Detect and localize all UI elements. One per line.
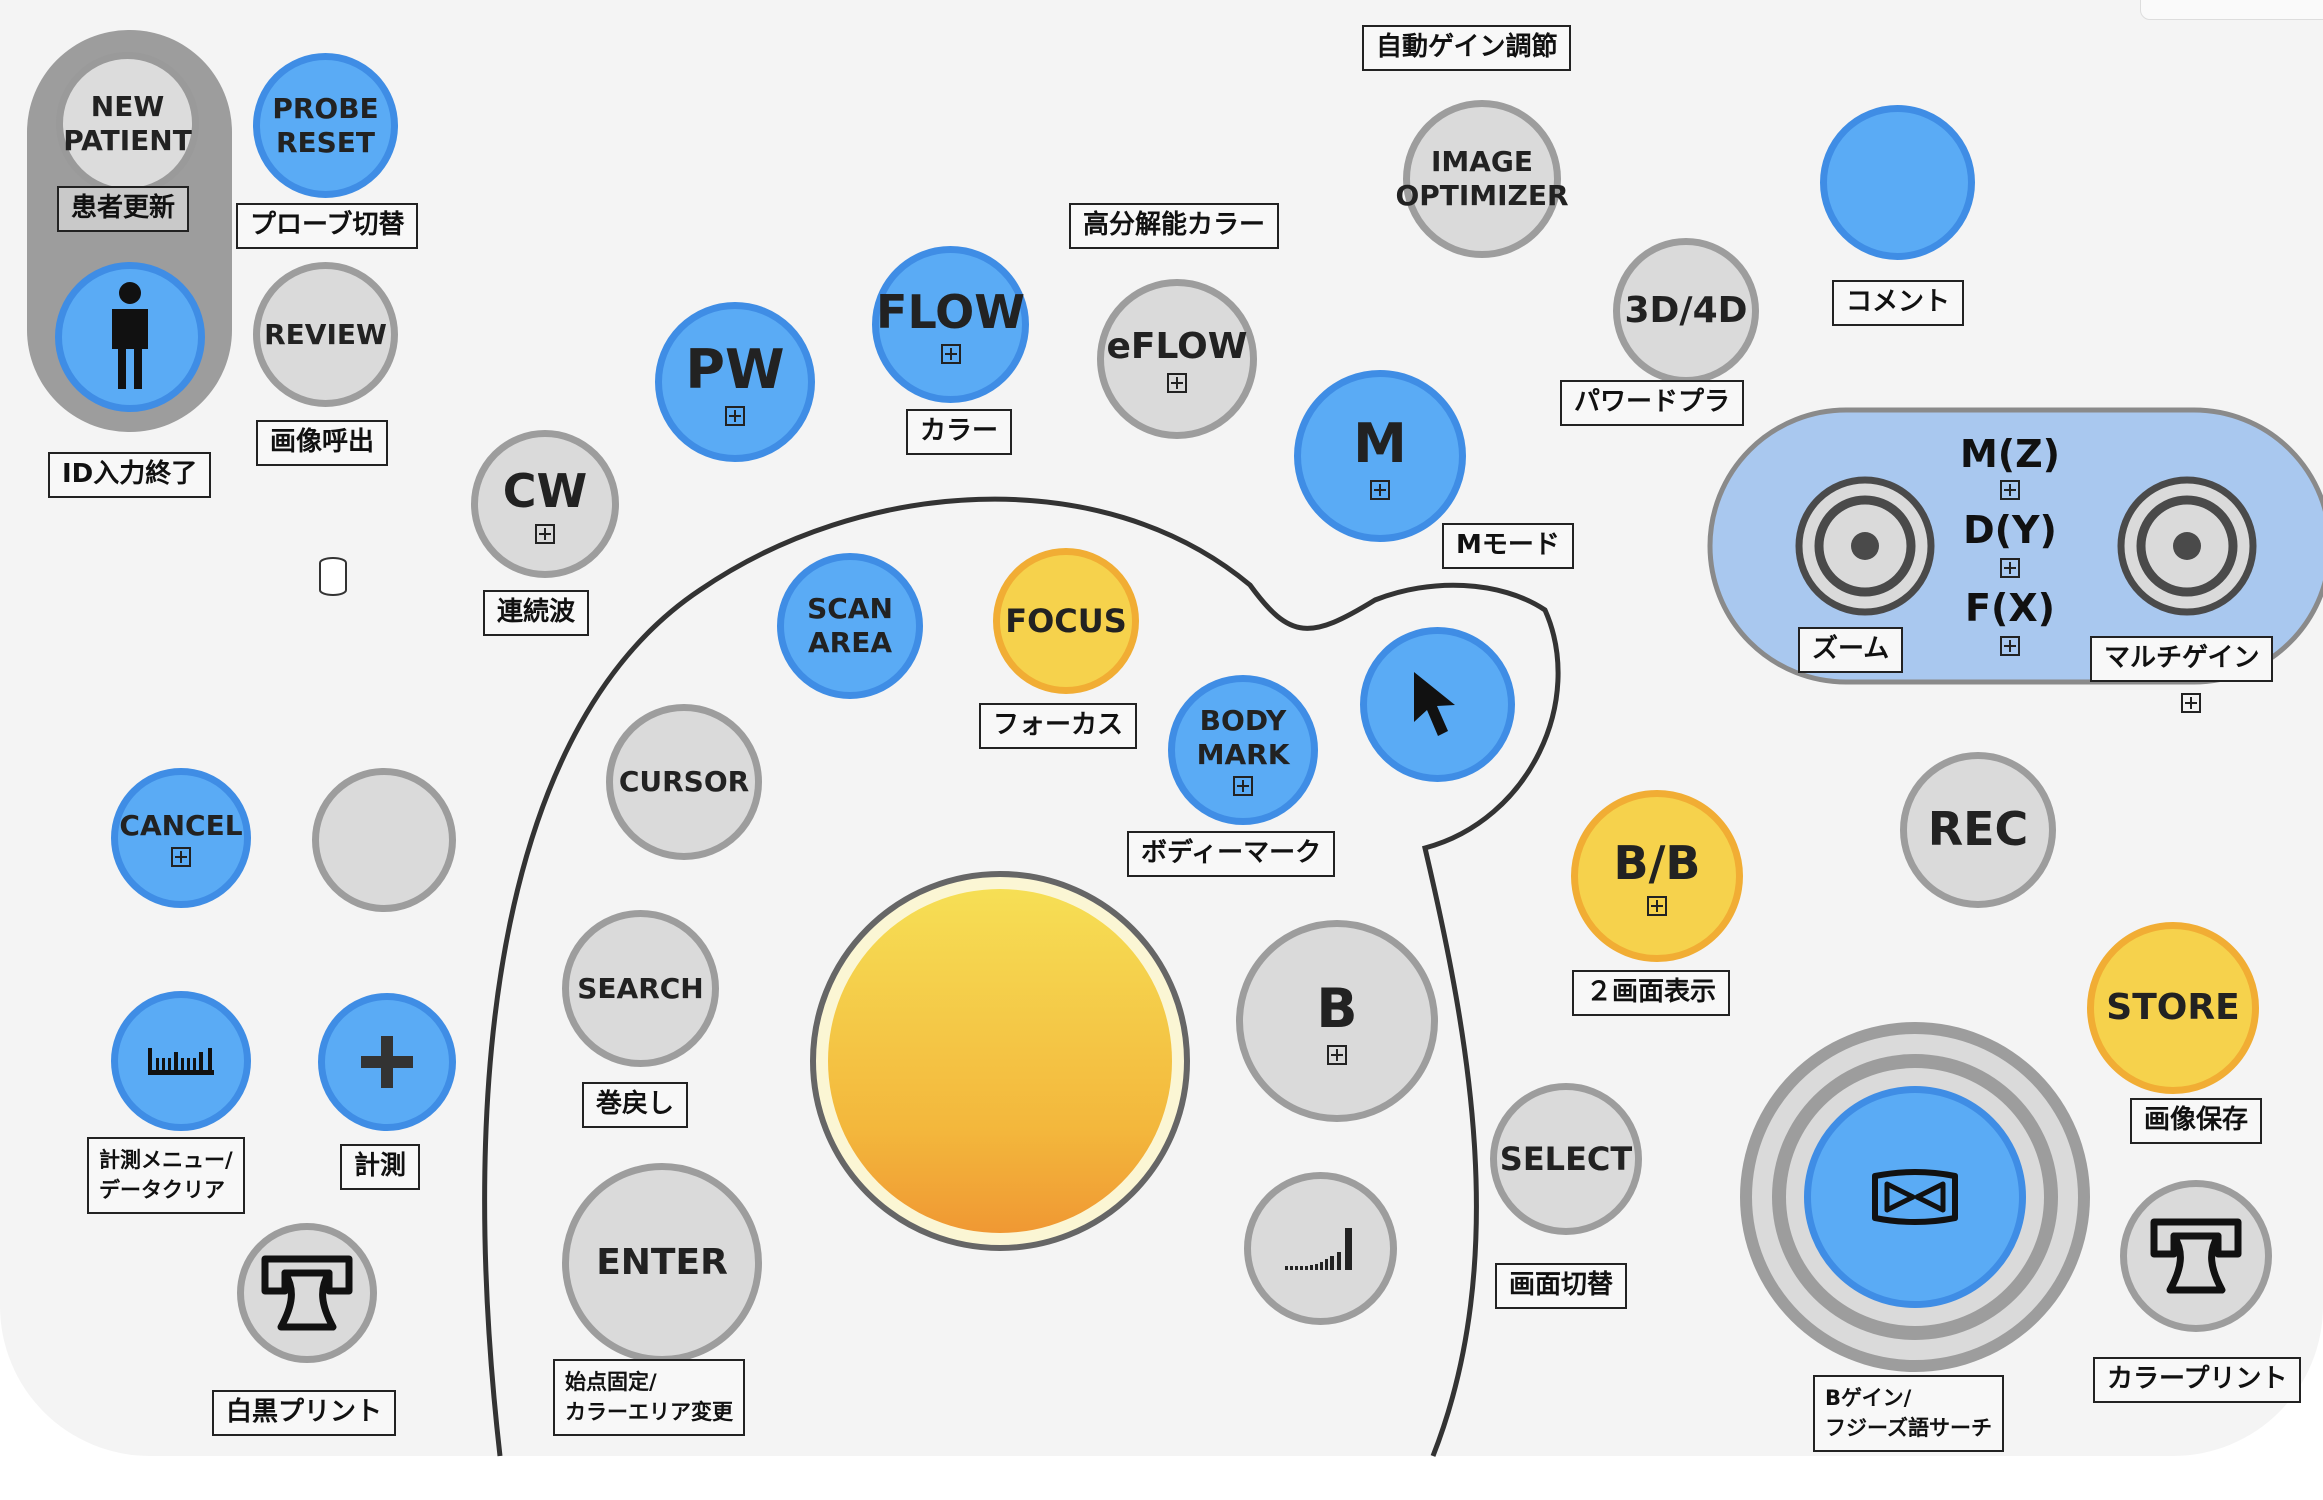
screen-switch-label: 画面切替 bbox=[1495, 1263, 1628, 1309]
select-button[interactable]: SELECT bbox=[1490, 1083, 1642, 1235]
cursor-arrow-icon bbox=[1413, 671, 1455, 736]
measure-button[interactable] bbox=[318, 993, 456, 1131]
image-store-label: 画像保存 bbox=[2130, 1098, 2263, 1144]
dual-display-label: ２画面表示 bbox=[1572, 970, 1731, 1016]
image-recall-label: 画像呼出 bbox=[256, 420, 389, 466]
b-gain-dial[interactable] bbox=[1740, 1022, 2090, 1372]
comment-label: コメント bbox=[1832, 280, 1965, 326]
measure-label: 計測 bbox=[340, 1144, 421, 1190]
cylinder-icon bbox=[319, 557, 347, 596]
expand-square-icon bbox=[2000, 636, 2020, 656]
dual-display-button[interactable]: B/B bbox=[1571, 790, 1743, 962]
expand-square-icon bbox=[2000, 558, 2020, 578]
flow-button[interactable]: FLOW bbox=[872, 246, 1029, 403]
pointer-button[interactable] bbox=[1360, 627, 1515, 782]
hi-res-color-label: 高分解能カラー bbox=[1069, 203, 1280, 249]
mode-x-key[interactable]: F(X) bbox=[1965, 586, 2055, 630]
freeze-icon bbox=[1872, 1169, 1958, 1225]
corner-widget bbox=[2140, 0, 2323, 20]
mode-z-key[interactable]: M(Z) bbox=[1959, 432, 2061, 476]
patient-update-label: 患者更新 bbox=[57, 186, 190, 232]
cw-button[interactable]: CW bbox=[471, 430, 619, 578]
power-doppler-label: パワードプラ bbox=[1560, 380, 1745, 426]
expand-square-icon bbox=[1167, 372, 1187, 393]
trackball-ball bbox=[828, 889, 1172, 1233]
b-gain-ring-core bbox=[1786, 1068, 2044, 1326]
body-mark-button[interactable]: BODY MARK bbox=[1168, 675, 1318, 825]
auto-gain-label: 自動ゲイン調節 bbox=[1362, 25, 1572, 71]
color-print-button[interactable] bbox=[2120, 1180, 2272, 1332]
cursor-button[interactable]: CURSOR bbox=[606, 704, 762, 860]
person-icon bbox=[112, 282, 148, 389]
continuous-wave-label: 連続波 bbox=[483, 590, 590, 636]
expand-square-icon bbox=[2000, 480, 2020, 500]
new-patient-button[interactable]: NEW PATIENT bbox=[56, 52, 199, 195]
dial-icon bbox=[1795, 476, 1935, 616]
measure-menu-label: 計測メニュー/ データクリア bbox=[87, 1137, 245, 1214]
store-button[interactable]: STORE bbox=[2087, 922, 2259, 1094]
expand-square-icon bbox=[1233, 775, 1253, 796]
rec-button[interactable]: REC bbox=[1900, 752, 2056, 908]
console-outline bbox=[482, 496, 1561, 1457]
mono-print-label: 白黒プリント bbox=[212, 1390, 397, 1436]
volume-button[interactable] bbox=[1244, 1172, 1397, 1325]
b-gain-ring bbox=[1752, 1034, 2078, 1360]
color-label: カラー bbox=[906, 409, 1013, 455]
expand-square-icon bbox=[1370, 480, 1390, 501]
b-gain-label: Bゲイン/ フジーズ語サーチ bbox=[1813, 1375, 2004, 1452]
measure-menu-button[interactable] bbox=[111, 991, 251, 1131]
3d-4d-button[interactable]: 3D/4D bbox=[1613, 238, 1759, 384]
expand-square-icon bbox=[171, 846, 191, 867]
expand-square-icon bbox=[940, 344, 961, 365]
search-button[interactable]: SEARCH bbox=[562, 910, 719, 1067]
multi-gain-dial[interactable] bbox=[2117, 476, 2257, 616]
expand-square-icon bbox=[1647, 895, 1667, 916]
m-mode-button[interactable]: M bbox=[1294, 370, 1466, 542]
comment-button[interactable] bbox=[1820, 105, 1975, 260]
m-mode-label: Mモード bbox=[1442, 523, 1574, 569]
focus-button[interactable]: FOCUS bbox=[993, 548, 1139, 694]
image-optimizer-button[interactable]: IMAGE OPTIMIZER bbox=[1395, 100, 1569, 258]
expand-square-icon bbox=[725, 406, 745, 427]
eflow-button[interactable]: eFLOW bbox=[1097, 279, 1257, 439]
expand-square-icon bbox=[2181, 693, 2201, 713]
focus-label: フォーカス bbox=[979, 703, 1138, 749]
start-point-label: 始点固定/ カラーエリア変更 bbox=[553, 1359, 745, 1436]
multi-gain-label: マルチゲイン bbox=[2090, 636, 2274, 682]
trackball[interactable] bbox=[810, 871, 1190, 1251]
body-mark-label: ボディーマーク bbox=[1127, 831, 1336, 877]
plus-icon bbox=[361, 1036, 413, 1088]
scan-area-button[interactable]: SCAN AREA bbox=[777, 553, 923, 699]
rewind-label: 巻戻し bbox=[582, 1082, 689, 1128]
ruler-icon bbox=[148, 1048, 214, 1075]
zoom-label: ズーム bbox=[1798, 627, 1904, 673]
expand-square-icon bbox=[535, 523, 555, 544]
mode-y-key[interactable]: D(Y) bbox=[1963, 508, 2057, 552]
enter-button[interactable]: ENTER bbox=[562, 1163, 762, 1363]
probe-reset-button[interactable]: PROBE RESET bbox=[253, 53, 398, 198]
color-print-label: カラープリント bbox=[2093, 1357, 2302, 1403]
pw-button[interactable]: PW bbox=[655, 302, 815, 462]
expand-square-icon bbox=[1327, 1045, 1347, 1066]
mono-print-button[interactable] bbox=[237, 1223, 377, 1363]
dial-icon bbox=[2117, 476, 2257, 616]
blank-button[interactable] bbox=[312, 768, 456, 912]
review-button[interactable]: REVIEW bbox=[253, 262, 398, 407]
b-mode-button[interactable]: B bbox=[1236, 920, 1438, 1122]
id-input-end-button[interactable] bbox=[55, 262, 205, 412]
probe-switch-label: プローブ切替 bbox=[236, 203, 419, 249]
volume-bars-icon bbox=[1284, 1227, 1352, 1270]
freeze-button[interactable] bbox=[1804, 1086, 2026, 1308]
zoom-dial[interactable] bbox=[1795, 476, 1935, 616]
mode-selector: M(Z) D(Y) F(X) bbox=[1955, 432, 2065, 656]
cancel-button[interactable]: CANCEL bbox=[111, 768, 251, 908]
printer-icon bbox=[261, 1255, 353, 1331]
id-input-end-label: ID入力終了 bbox=[48, 452, 212, 498]
printer-icon bbox=[2150, 1218, 2242, 1294]
b-gain-ring-inner bbox=[1772, 1054, 2058, 1340]
